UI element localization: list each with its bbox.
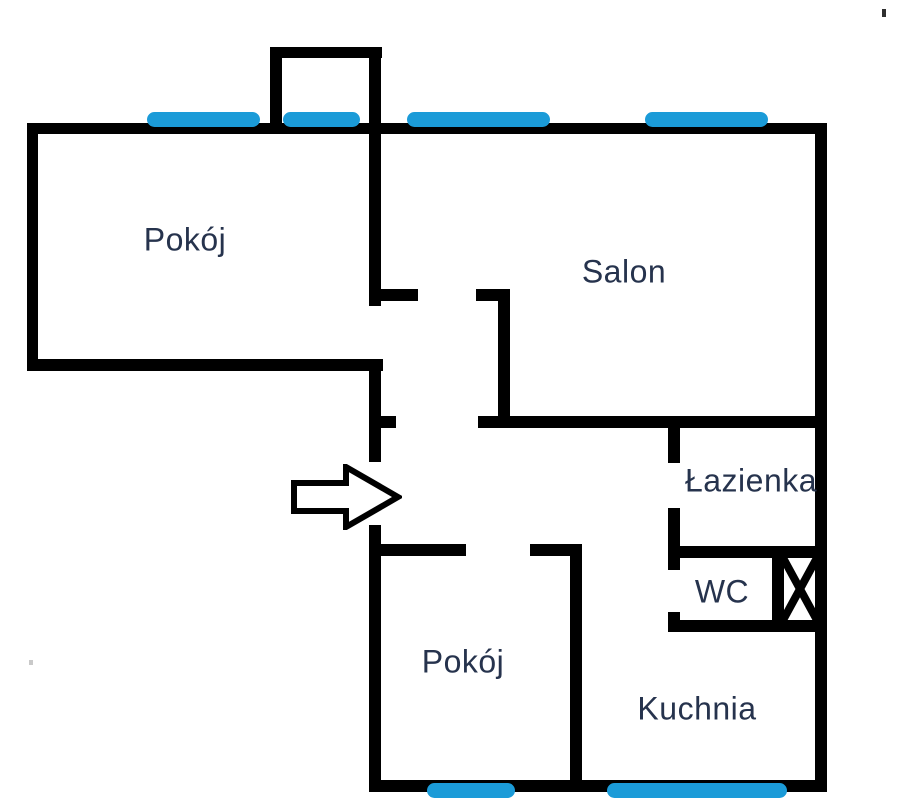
wall-lazienka-left-lower <box>668 508 680 570</box>
wall-pokoj2-top-left <box>381 544 466 556</box>
window-top-2 <box>407 112 550 127</box>
balcony-wall-left <box>270 47 282 127</box>
wall-lazienka-wc-divider <box>668 546 827 558</box>
wall-lazienka-left-upper <box>668 423 680 463</box>
wall-pokoj2-top-right <box>530 544 582 556</box>
wall-salon-bottom <box>478 416 827 428</box>
vestibule-right-wall <box>498 289 510 428</box>
window-top-1 <box>147 112 260 127</box>
entry-wall-above-door <box>369 359 381 462</box>
shaft-x-icon <box>778 554 822 624</box>
entry-wall-below-door <box>369 525 381 792</box>
salon-door-jamb <box>381 289 418 301</box>
wall-left-outer <box>27 123 38 371</box>
window-bottom-2 <box>607 783 787 798</box>
balcony-wall-right <box>369 47 381 127</box>
wall-pokoj1-bottom <box>27 359 383 371</box>
room-label-salon: Salon <box>581 253 667 290</box>
hall-top-left-tick <box>381 416 396 428</box>
window-bottom-1 <box>427 783 515 798</box>
room-label-kuchnia: Kuchnia <box>637 690 757 727</box>
wall-wc-bottom <box>668 620 827 632</box>
wall-pokoj2-right <box>570 544 582 792</box>
entrance-arrow-icon <box>291 464 402 530</box>
shaft-box-left-bar <box>772 546 784 632</box>
window-top-3 <box>645 112 768 127</box>
room-label-pokoj-2: Pokój <box>421 643 505 680</box>
wall-top-outer <box>27 123 827 134</box>
room-label-wc: WC <box>694 573 750 610</box>
stray-mark-left <box>29 660 33 665</box>
room-label-lazienka: Łazienka <box>684 462 818 499</box>
wall-right-outer <box>815 123 827 792</box>
stray-mark-top-right <box>882 9 886 17</box>
wall-pokoj1-salon-divider <box>369 123 381 306</box>
window-balcony <box>283 112 360 127</box>
balcony-wall-top <box>270 47 382 58</box>
room-label-pokoj-1: Pokój <box>143 221 227 258</box>
